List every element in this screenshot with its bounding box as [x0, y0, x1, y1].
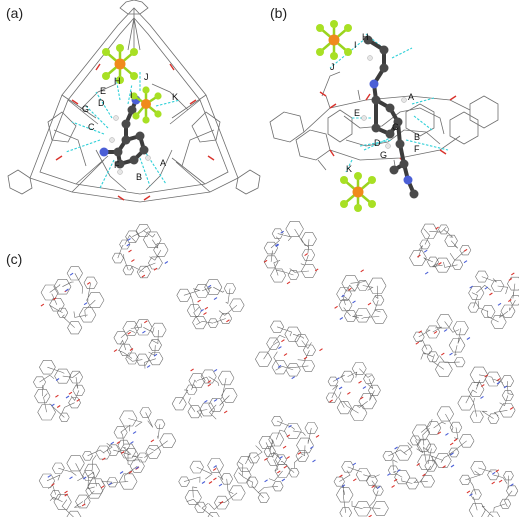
packing-cluster: [413, 314, 471, 377]
packing-cluster: [325, 362, 381, 421]
panel-a-label: (a): [6, 5, 23, 21]
packing-cluster: [409, 223, 472, 275]
panel-b-contact-label-c: C: [392, 122, 399, 132]
panel-a-contact-label-b: B: [136, 172, 142, 182]
packing-cluster: [176, 279, 245, 330]
panel-a-contact-label-g: G: [82, 104, 89, 114]
panel-b-label: (b): [270, 5, 287, 21]
packing-cluster: [459, 461, 519, 517]
panel-a-host-cage: [7, 0, 261, 203]
packing-cluster: [263, 221, 319, 285]
panel-a-contact-label-j: J: [144, 72, 149, 82]
panel-b-contact-label-h: H: [362, 32, 369, 42]
panel-b-contact-labels: A B C D E F G H I J K: [330, 32, 420, 174]
panel-b-contact-label-k: K: [346, 164, 352, 174]
panel-b-contact-label-i: I: [354, 40, 357, 50]
packing-cluster: [467, 270, 519, 329]
packing-cluster: [178, 458, 246, 517]
packing-cluster: [33, 360, 86, 422]
panel-c: (c): [6, 221, 519, 517]
panel-a: (a): [6, 0, 261, 203]
packing-cluster: [457, 366, 516, 424]
panel-a-contact-label-a: A: [160, 158, 166, 168]
packing-cluster: [333, 461, 389, 517]
panel-a-contact-label-c: C: [88, 122, 95, 132]
panel-c-label: (c): [6, 251, 22, 267]
packing-cluster: [111, 224, 169, 279]
panel-b: (b): [269, 5, 499, 212]
packing-cluster: [334, 269, 388, 324]
panel-b-contact-label-f: F: [414, 144, 420, 154]
panel-a-pf6-anion-right: [130, 86, 162, 124]
panel-b-pf6-anion-top: [316, 20, 352, 60]
panel-a-contact-label-i: I: [130, 90, 133, 100]
panel-b-contact-label-a: A: [408, 92, 414, 102]
panel-b-oxygen-atoms: [319, 91, 457, 163]
panel-a-contact-label-k: K: [172, 92, 178, 102]
panel-b-guest-molecule: [361, 35, 419, 199]
panel-a-guest-molecule: [99, 95, 151, 175]
packing-cluster: [40, 266, 105, 335]
panel-b-contact-label-g: G: [380, 150, 387, 160]
panel-b-contact-label-d: D: [374, 138, 381, 148]
packing-cluster: [113, 319, 167, 369]
panel-a-contact-labels: A B C D E F G H I J K: [82, 72, 178, 182]
packing-cluster: [110, 407, 177, 470]
packing-cluster: [233, 436, 291, 503]
packing-cluster: [38, 455, 104, 517]
panel-b-contact-label-e: E: [354, 108, 360, 118]
panel-a-contact-label-h: H: [114, 76, 121, 86]
panel-a-pf6-anion-top: [102, 44, 138, 84]
panel-b-contact-label-b: B: [414, 132, 420, 142]
panel-b-pf6-anion-bottom: [340, 172, 376, 212]
panel-a-oxygen-atoms: [55, 63, 215, 201]
packing-cluster: [255, 320, 323, 380]
packing-cluster: [382, 435, 438, 490]
panel-b-contact-label-j: J: [330, 62, 335, 72]
panel-c-crystal-packing: [33, 221, 519, 517]
packing-cluster: [171, 368, 238, 420]
packing-cluster: [82, 442, 145, 495]
panel-a-contact-label-e: E: [100, 86, 106, 96]
packing-cluster: [411, 406, 475, 470]
panel-a-contact-label-f: F: [114, 160, 120, 170]
panel-a-contact-label-d: D: [98, 98, 105, 108]
packing-cluster: [263, 416, 320, 478]
